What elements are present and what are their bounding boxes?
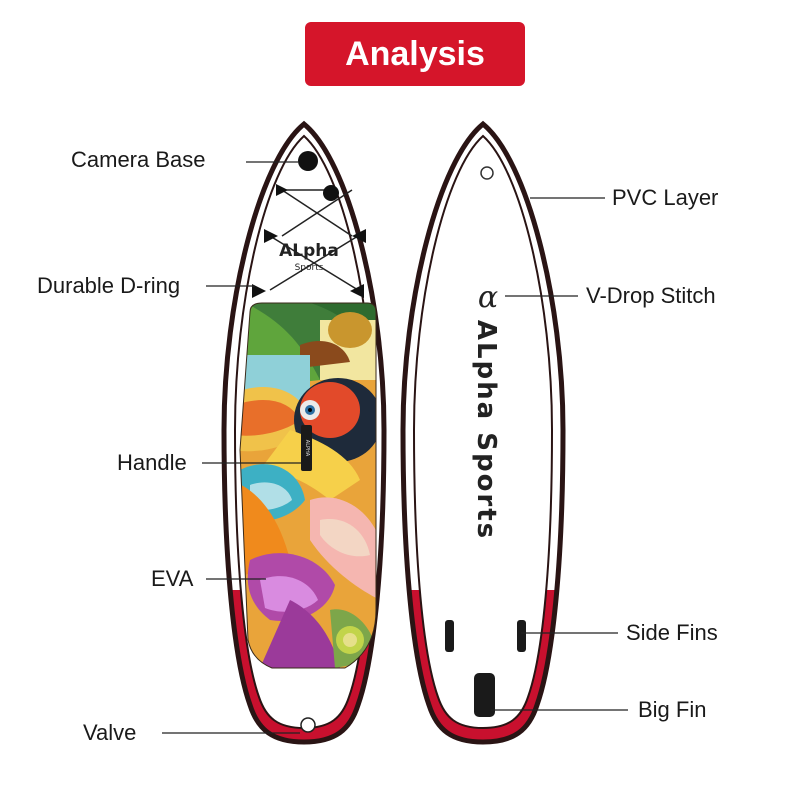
valve-icon bbox=[300, 717, 316, 733]
label-camera-base: Camera Base bbox=[71, 147, 206, 172]
label-handle: Handle bbox=[117, 450, 187, 475]
leader-lines bbox=[162, 161, 628, 734]
bungee-cords bbox=[269, 189, 359, 291]
side-fin-icon bbox=[517, 620, 526, 652]
eva-pad-outline bbox=[239, 302, 377, 669]
camera-base-icon bbox=[298, 151, 318, 171]
board-bottom-outline bbox=[400, 120, 566, 745]
top-logo-line2: Sports bbox=[295, 263, 324, 273]
bottom-vertical-text: ALpha Sports bbox=[471, 320, 501, 540]
label-big-fin: Big Fin bbox=[638, 697, 707, 722]
big-fin-icon bbox=[474, 673, 495, 717]
d-ring-icon bbox=[352, 229, 366, 243]
label-durable-d-ring: Durable D-ring bbox=[37, 273, 181, 298]
tie-down-icon bbox=[323, 185, 339, 201]
handle-text: ALPHA bbox=[304, 440, 310, 457]
d-ring-icon bbox=[252, 284, 266, 298]
d-ring-icons bbox=[252, 184, 366, 298]
d-ring-icon bbox=[264, 229, 278, 243]
board-top: ALpha Sports bbox=[221, 120, 387, 745]
top-logo-line1: ALpha bbox=[279, 241, 339, 261]
label-eva: EVA bbox=[151, 566, 194, 591]
handle-icon bbox=[301, 425, 312, 471]
alpha-logo-icon: α bbox=[478, 280, 498, 315]
d-ring-icon bbox=[350, 284, 364, 298]
eva-deck-art bbox=[240, 303, 376, 668]
side-fin-icon bbox=[445, 620, 454, 652]
board-top-outline bbox=[221, 120, 387, 745]
board-bottom: α ALpha Sports bbox=[400, 120, 566, 745]
d-ring-icon bbox=[276, 184, 288, 196]
label-pvc-layer: PVC Layer bbox=[612, 185, 719, 210]
label-valve: Valve bbox=[83, 720, 137, 745]
label-v-drop-stitch: V-Drop Stitch bbox=[586, 283, 716, 308]
label-side-fins: Side Fins bbox=[626, 620, 718, 645]
leash-plug-icon bbox=[480, 166, 494, 180]
page-title: Analysis bbox=[345, 34, 485, 73]
title-badge: Analysis bbox=[305, 22, 525, 86]
